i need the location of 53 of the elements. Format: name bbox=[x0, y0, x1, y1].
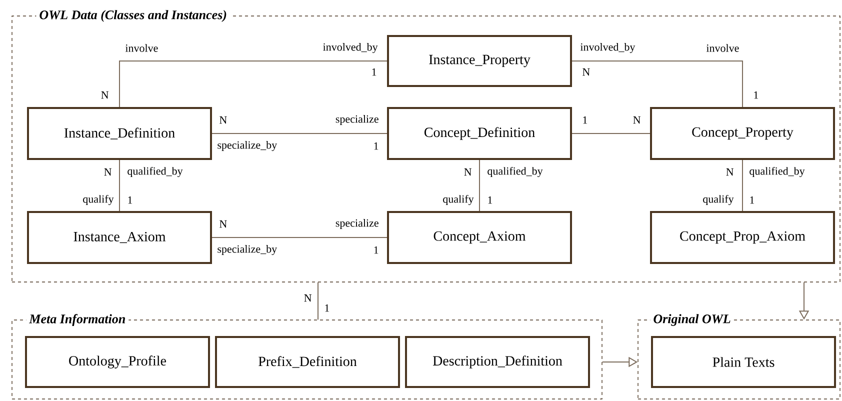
role-label: specialize bbox=[336, 219, 378, 229]
connector-line bbox=[212, 133, 388, 134]
cardinality-label: N bbox=[101, 91, 109, 99]
role-label: involve bbox=[706, 44, 739, 52]
entity-box: Concept_Definition bbox=[387, 107, 572, 160]
role-label: specialize_by bbox=[218, 141, 278, 151]
role-label: involve bbox=[125, 44, 158, 52]
entity-box: Instance_Axiom bbox=[27, 211, 212, 264]
group-title: OWL Data (Classes and Instances) bbox=[36, 7, 230, 25]
cardinality-label: N bbox=[464, 168, 472, 176]
entity-box: Concept_Axiom bbox=[387, 211, 572, 264]
cardinality-label: 1 bbox=[128, 196, 132, 204]
cardinality-label: 1 bbox=[374, 142, 378, 150]
entity-box: Concept_Prop_Axiom bbox=[650, 211, 836, 264]
entity-box: Plain Texts bbox=[651, 336, 836, 388]
connector-line bbox=[572, 60, 743, 108]
role-label: specialize_by bbox=[218, 245, 278, 255]
cardinality-label: N bbox=[633, 116, 641, 124]
entity-box: Ontology_Profile bbox=[25, 336, 210, 388]
cardinality-label: 1 bbox=[325, 304, 330, 312]
role-label: involved_by bbox=[323, 43, 378, 53]
role-label: qualified_by bbox=[750, 166, 805, 178]
cardinality-label: 1 bbox=[583, 116, 588, 124]
role-label: qualified_by bbox=[128, 166, 183, 178]
connector-line bbox=[119, 160, 120, 212]
connector-line bbox=[119, 60, 388, 108]
cardinality-label: 1 bbox=[750, 196, 754, 204]
connector-line bbox=[742, 160, 743, 212]
entity-box: Prefix_Definition bbox=[215, 336, 400, 388]
group-title: Meta Information bbox=[26, 311, 129, 329]
entity-box: Concept_Property bbox=[650, 107, 836, 160]
connector-line bbox=[212, 237, 388, 238]
cardinality-label: 1 bbox=[372, 68, 376, 76]
cardinality-label: N bbox=[220, 220, 227, 228]
role-label: qualify bbox=[443, 194, 474, 206]
cardinality-label: N bbox=[582, 68, 590, 76]
cardinality-label: N bbox=[726, 168, 734, 176]
role-label: specialize bbox=[336, 115, 378, 125]
cardinality-label: N bbox=[220, 116, 227, 124]
connector-line bbox=[479, 160, 480, 212]
cardinality-label: 1 bbox=[488, 196, 492, 204]
role-label: qualify bbox=[83, 194, 114, 206]
role-label: involved_by bbox=[580, 43, 636, 53]
cardinality-label: N bbox=[304, 294, 312, 302]
cardinality-label: N bbox=[104, 168, 112, 176]
connector-line bbox=[572, 133, 650, 134]
entity-box: Description_Definition bbox=[405, 336, 590, 388]
role-label: qualified_by bbox=[488, 166, 543, 178]
entity-box: Instance_Property bbox=[387, 35, 572, 87]
role-label: qualify bbox=[703, 194, 734, 206]
cardinality-label: 1 bbox=[374, 246, 378, 254]
entity-box: Instance_Definition bbox=[27, 107, 212, 160]
group-title: Original OWL bbox=[650, 311, 734, 329]
